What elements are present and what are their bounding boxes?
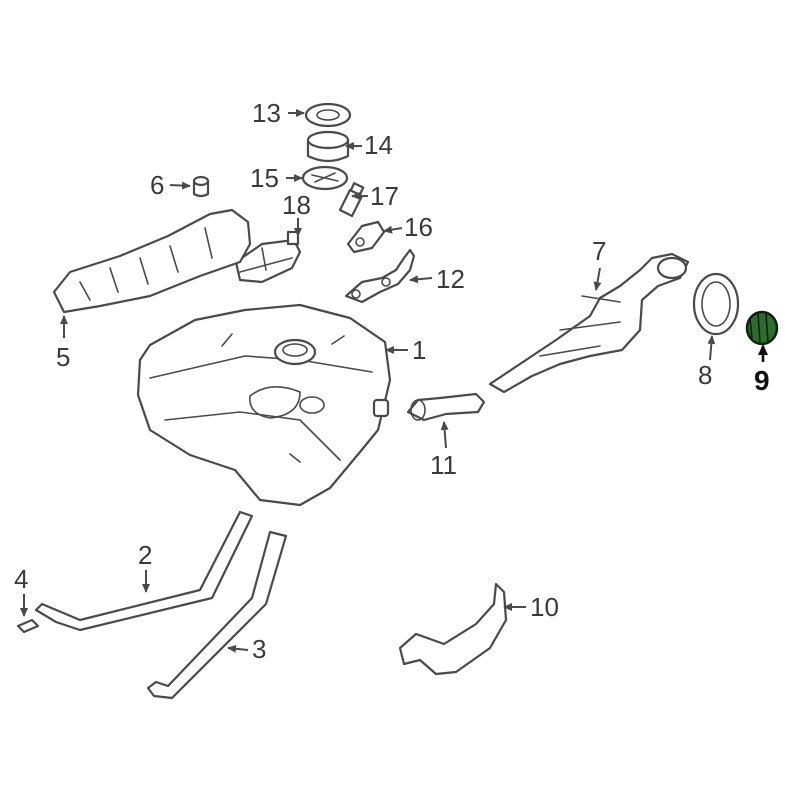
callout-3: 3	[252, 634, 266, 664]
callout-8: 8	[698, 360, 712, 390]
part-1-fuel-tank	[136, 303, 392, 507]
part-13-ring	[304, 102, 352, 128]
part-18-canister	[234, 230, 302, 284]
part-15-lock-ring	[301, 165, 349, 191]
callout-9: 9	[754, 365, 770, 396]
callout-7: 7	[592, 236, 606, 266]
callout-labels: 13 14 15 6 17 18 16 12 5 1 7 8 9 11 2 4 …	[14, 98, 770, 664]
callout-18: 18	[282, 190, 311, 220]
part-8-gasket	[692, 272, 740, 336]
part-7-filler-neck	[488, 252, 690, 394]
part-4-clip	[16, 618, 40, 634]
part-6-grommet	[192, 175, 210, 198]
leader-lines	[20, 109, 768, 653]
callout-17: 17	[370, 181, 399, 211]
callout-15: 15	[250, 163, 279, 193]
callout-2: 2	[138, 540, 152, 570]
callout-14: 14	[364, 130, 393, 160]
callout-4: 4	[14, 564, 28, 594]
callout-13: 13	[252, 98, 281, 128]
part-14-sleeve	[306, 130, 350, 163]
callout-5: 5	[56, 342, 70, 372]
part-2-strap	[34, 510, 254, 632]
part-9-filler-cap	[745, 310, 779, 346]
part-10-bracket	[398, 582, 508, 676]
part-11-hose	[406, 392, 486, 422]
callout-6: 6	[150, 170, 164, 200]
callout-12: 12	[436, 264, 465, 294]
callout-11: 11	[430, 450, 457, 480]
callout-1: 1	[412, 335, 426, 365]
part-5-heat-shield	[52, 208, 252, 314]
part-17-valve	[338, 182, 365, 218]
callout-10: 10	[530, 592, 559, 622]
part-12-hose	[344, 248, 416, 304]
part-16-bracket	[346, 220, 386, 254]
part-3-strap	[146, 530, 288, 700]
callout-16: 16	[404, 212, 433, 242]
